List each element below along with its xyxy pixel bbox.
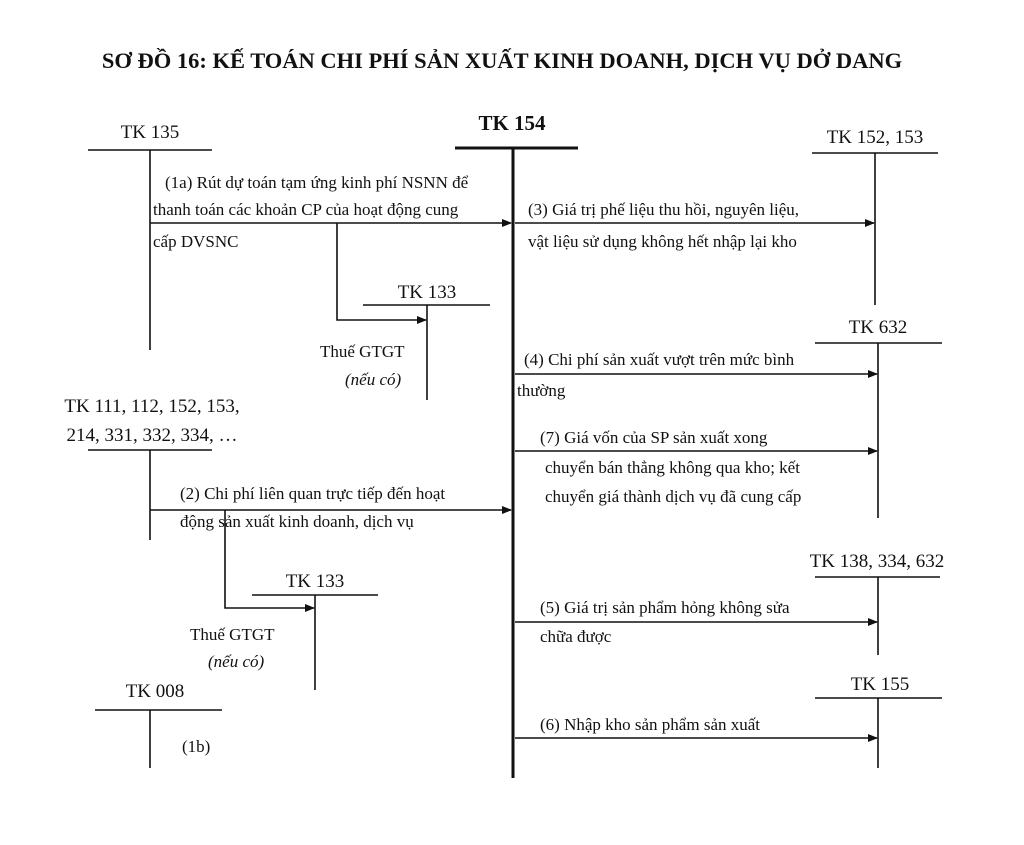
if-any-label: (nếu có) [208,652,265,671]
entry-text: (7) Giá vốn của SP sản xuất xong [540,428,768,447]
entry-text: thanh toán các khoản CP của hoạt động cu… [153,200,459,219]
entry-text: chuyển giá thành dịch vụ đã cung cấp [545,487,801,506]
account-label: TK 133 [286,571,345,592]
entry-text: (1b) [182,737,210,756]
account-tk133-a: TK 133 Thuế GTGT (nếu có) [320,282,490,400]
vat-label: Thuế GTGT [190,625,275,644]
entry-4: (4) Chi phí sản xuất vượt trên mức bình … [515,350,878,400]
entry-text: (6) Nhập kho sản phẩm sản xuất [540,715,760,734]
account-label: TK 138, 334, 632 [810,551,945,572]
account-label: TK 008 [126,681,185,702]
entry-1a: (1a) Rút dự toán tạm ứng kinh phí NSNN đ… [150,173,512,324]
entry-5: (5) Giá trị sản phẩm hỏng không sửa chữa… [515,598,878,646]
entry-text: (5) Giá trị sản phẩm hỏng không sửa [540,598,790,617]
entry-text: chuyển bán thẳng không qua kho; kết [545,458,800,477]
account-label: TK 111, 112, 152, 153, [64,396,239,417]
vat-label: Thuế GTGT [320,342,405,361]
account-tk138: TK 138, 334, 632 [810,551,945,655]
account-tk152: TK 152, 153 [812,127,938,305]
entry-3: (3) Giá trị phế liệu thu hồi, nguyên liệ… [515,200,875,251]
account-label: TK 632 [849,317,908,338]
account-label: TK 133 [398,282,457,303]
entry-text: chữa được [540,627,612,646]
account-tk154: TK 154 [455,111,578,778]
entry-text: (1a) Rút dự toán tạm ứng kinh phí NSNN đ… [165,173,469,192]
account-label: TK 154 [478,111,546,135]
arrow [336,223,427,324]
entry-text: vật liệu sử dụng không hết nhập lại kho [528,232,797,251]
entry-text: động sản xuất kinh doanh, dịch vụ [180,512,414,531]
entry-text: (4) Chi phí sản xuất vượt trên mức bình [524,350,795,369]
entry-text: thường [517,381,566,400]
arrow [224,510,315,612]
entry-text: (2) Chi phí liên quan trực tiếp đến hoạt [180,484,445,503]
account-label: TK 155 [851,674,910,695]
account-tk008: TK 008 (1b) [95,681,222,768]
account-tk133-b: TK 133 Thuế GTGT (nếu có) [190,571,378,690]
entry-text: cấp DVSNC [153,232,238,251]
if-any-label: (nếu có) [345,370,402,389]
account-tk135: TK 135 [88,122,212,350]
account-tk111: TK 111, 112, 152, 153, 214, 331, 332, 33… [64,396,240,540]
entry-text: (3) Giá trị phế liệu thu hồi, nguyên liệ… [528,200,799,219]
diagram-title: SƠ ĐỒ 16: KẾ TOÁN CHI PHÍ SẢN XUẤT KINH … [102,47,902,73]
account-label: 214, 331, 332, 334, … [67,425,238,446]
entry-6: (6) Nhập kho sản phẩm sản xuất [515,715,878,742]
account-tk632: TK 632 [815,317,942,518]
account-label: TK 135 [121,122,180,143]
account-label: TK 152, 153 [827,127,924,148]
entry-2: (2) Chi phí liên quan trực tiếp đến hoạt… [150,484,512,612]
entry-7: (7) Giá vốn của SP sản xuất xong chuyển … [515,428,878,506]
account-tk155: TK 155 [815,674,942,768]
